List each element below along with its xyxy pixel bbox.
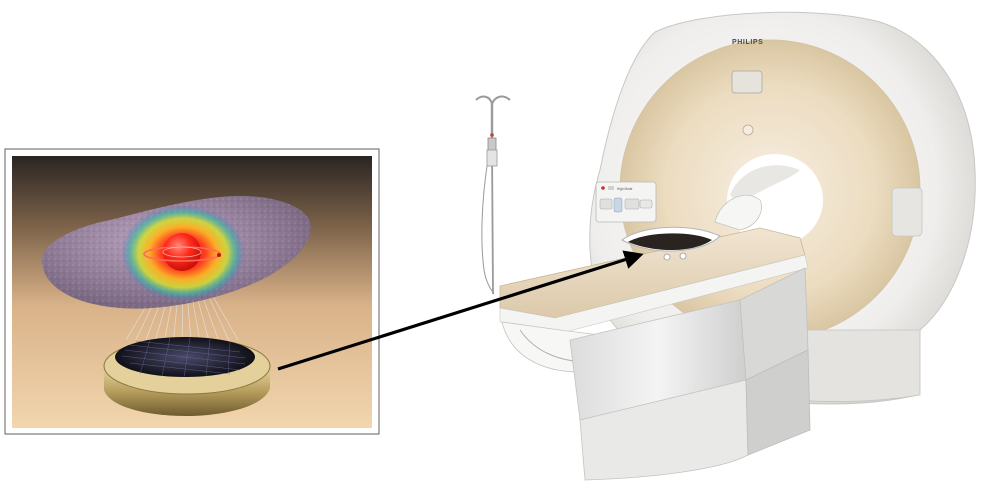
control-panel: High Mode xyxy=(596,182,656,222)
brand-logo: PHILIPS xyxy=(732,39,763,46)
gantry-display xyxy=(732,71,762,93)
inset-illustration xyxy=(5,149,379,434)
gantry-indicator xyxy=(743,125,753,135)
mri-scanner: PHILIPS High Mode xyxy=(476,12,975,480)
iv-pole-icon xyxy=(476,97,510,294)
transducer-coil xyxy=(104,337,270,416)
panel-label: High Mode xyxy=(617,187,633,191)
gantry-side-panel xyxy=(892,188,922,236)
